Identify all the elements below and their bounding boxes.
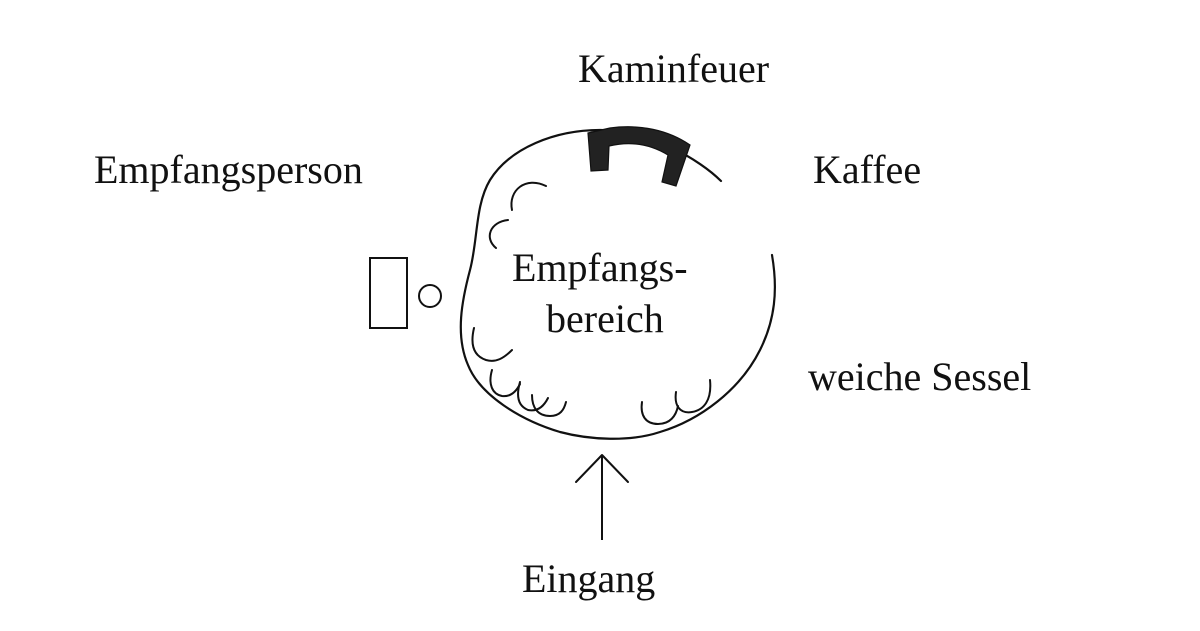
- label-area-line1: Empfangs-: [512, 245, 688, 290]
- label-armchairs: weiche Sessel: [808, 354, 1031, 399]
- fireplace-icon: [587, 126, 691, 187]
- armchair-icon: [471, 327, 513, 362]
- armchair-icon: [517, 381, 549, 412]
- armchair-icon: [640, 401, 679, 426]
- reception-area-outline: [459, 128, 776, 440]
- reception-person-icon: [418, 284, 442, 308]
- reception-desk-icon: [369, 257, 408, 329]
- armchair-icon: [489, 369, 521, 398]
- label-fireplace: Kaminfeuer: [578, 46, 769, 91]
- armchair-icon: [674, 379, 712, 414]
- label-coffee: Kaffee: [813, 147, 921, 192]
- label-entrance: Eingang: [522, 556, 655, 601]
- chair-icon: [488, 219, 509, 249]
- armchair-icon: [531, 394, 567, 418]
- label-reception-person: Empfangsperson: [94, 147, 363, 192]
- label-area-line2: bereich: [546, 296, 664, 341]
- entrance-arrow-icon: [575, 454, 629, 483]
- chair-icon: [510, 181, 547, 211]
